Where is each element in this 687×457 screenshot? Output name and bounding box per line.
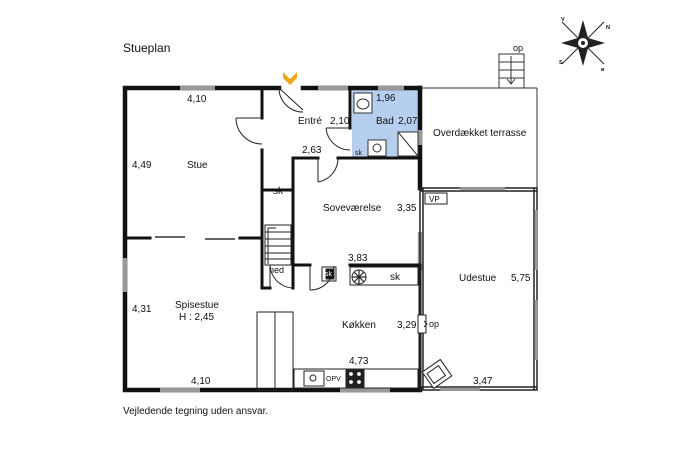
kitchen-island: [256, 311, 294, 391]
dim-spise-height: 4,31: [132, 304, 152, 315]
sliding-door: [155, 236, 235, 240]
door-arcs: [235, 117, 351, 291]
dim-udestue-height: 5,75: [511, 273, 531, 284]
dim-sove-height: 3,35: [397, 203, 417, 214]
label-op-top: op: [513, 43, 523, 53]
room-labels: Stue Entré Bad Overdækket terrasse Sovev…: [175, 43, 527, 383]
label-spisestue-height: H : 2,45: [179, 312, 214, 323]
label-opv: OPV: [326, 376, 341, 383]
terrace: [420, 53, 538, 188]
label-kokken: Køkken: [342, 320, 376, 331]
udestue-windows: [440, 187, 538, 391]
dim-sove-width: 3,83: [348, 253, 368, 264]
label-sk-bad: sk: [355, 150, 363, 157]
label-sk-kokken: sk: [325, 271, 333, 278]
label-sovevaerelse: Soveværelse: [323, 203, 382, 214]
dim-entre-height: 2,63: [302, 145, 322, 156]
entrance-door: [278, 87, 304, 113]
udestue-walls: [419, 187, 538, 391]
bathroom-fixtures: [353, 92, 419, 157]
dim-bad-width: 1,96: [376, 93, 396, 104]
step-up-right: [417, 314, 428, 334]
label-op-right: op: [429, 319, 439, 329]
label-vp: VP: [429, 195, 440, 204]
label-ned: ned: [269, 265, 284, 275]
label-sk-stue: sk: [273, 186, 284, 197]
disclaimer: Vejledende tegning uden ansvar.: [123, 406, 268, 417]
compass-icon: V N S ø: [559, 17, 610, 73]
dim-kokken-height: 3,29: [397, 320, 417, 331]
label-entre: Entré: [298, 116, 322, 127]
stairs-down: [264, 224, 292, 266]
dim-stue-width: 4,10: [187, 94, 207, 105]
compass-o: ø: [601, 67, 605, 73]
entrance-arrow-icon: [283, 72, 297, 85]
vp-box: [424, 192, 448, 205]
compass-s: S: [559, 60, 563, 66]
dim-stue-height: 4,49: [132, 160, 152, 171]
kitchen-fan-icon: [351, 269, 367, 285]
dim-bad-height: 2,07: [398, 116, 418, 127]
dim-spise-width: 4,10: [191, 376, 211, 387]
plan-title: Stueplan: [123, 41, 170, 55]
label-terrasse: Overdækket terrasse: [433, 128, 527, 139]
compass-v: V: [561, 17, 565, 23]
dim-udestue-width: 3,47: [473, 376, 493, 387]
dimension-labels: 4,10 4,49 2,10 2,63 1,96 2,07 3,83 3,35 …: [132, 93, 531, 387]
kitchen-units: [293, 266, 419, 389]
dim-kokken-width: 4,73: [349, 356, 369, 367]
label-stue: Stue: [187, 160, 208, 171]
armchair-icon: [421, 358, 453, 390]
label-spisestue: Spisestue: [175, 300, 219, 311]
label-sk-kitchen-cabinet: sk: [390, 272, 401, 283]
label-udestue: Udestue: [459, 273, 497, 284]
label-bad: Bad: [376, 116, 394, 127]
dim-entre-width: 2,10: [330, 116, 350, 127]
compass-n: N: [606, 25, 610, 31]
